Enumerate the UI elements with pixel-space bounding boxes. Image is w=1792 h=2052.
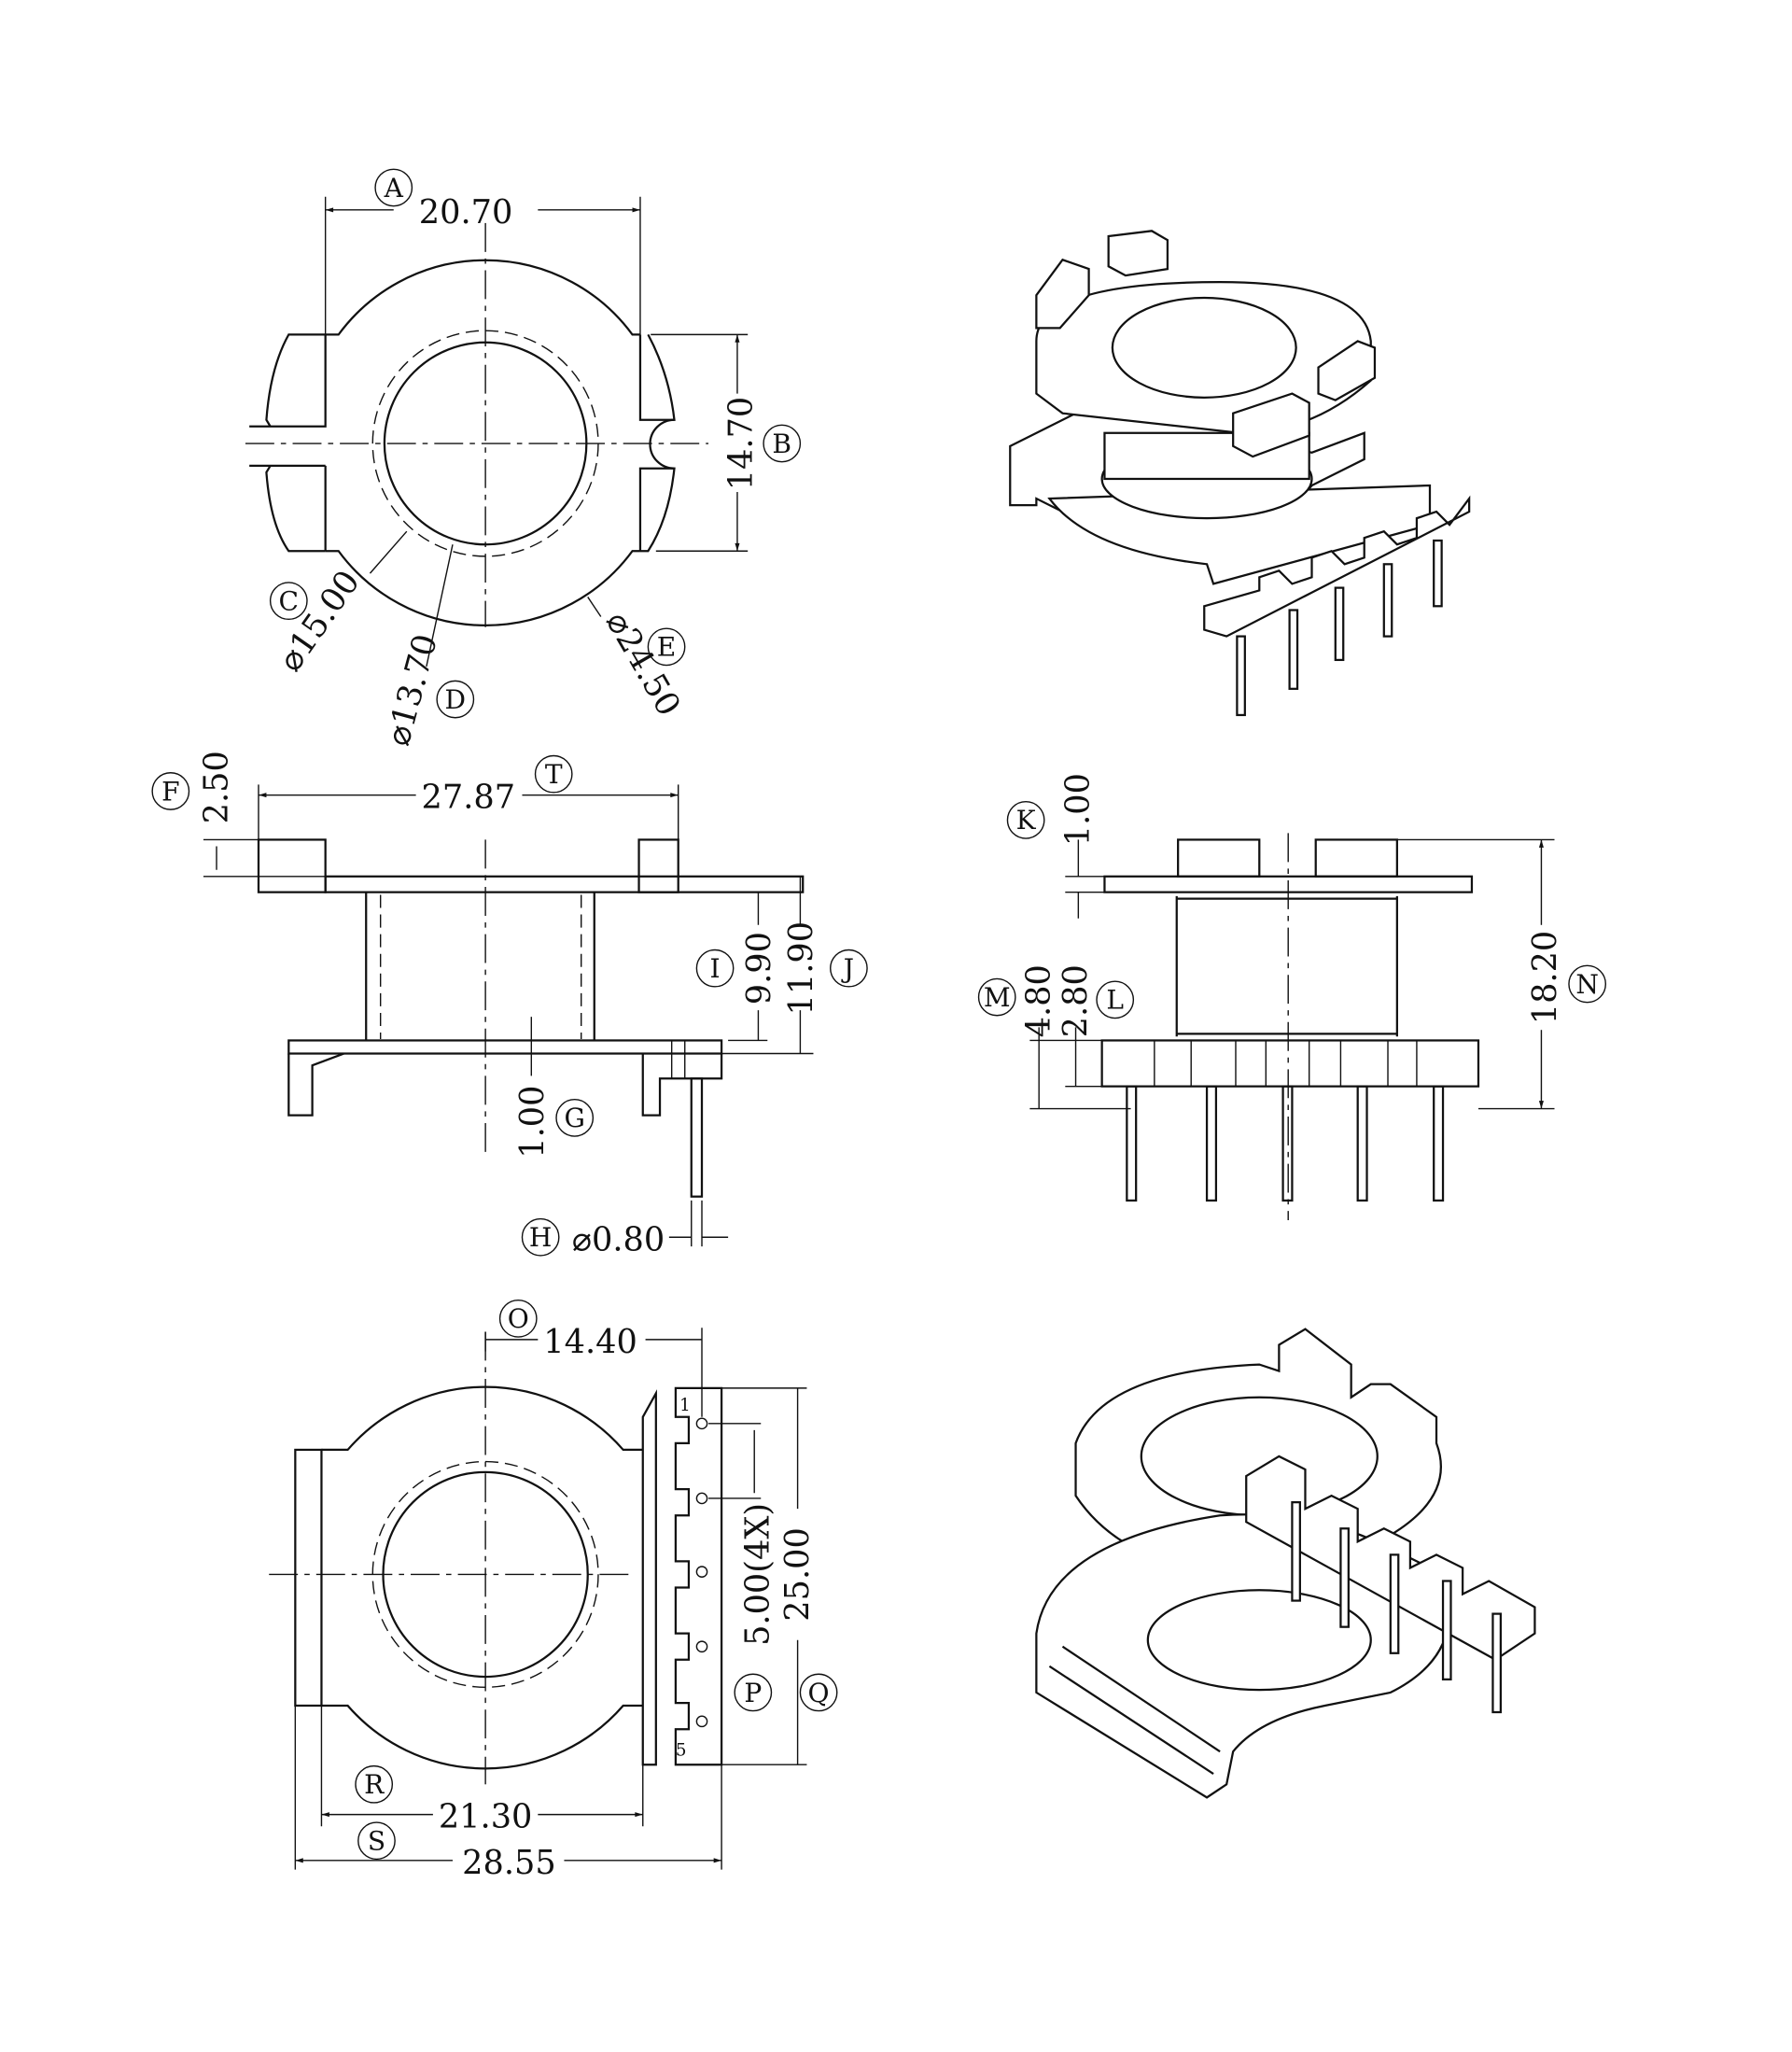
svg-text:J: J (841, 953, 854, 984)
pin-number-1: 1 (679, 1396, 691, 1415)
svg-text:Q: Q (808, 1678, 830, 1708)
svg-text:18.20: 18.20 (1526, 931, 1564, 1025)
dimension-M: M 4.80 (977, 964, 1057, 1037)
svg-text:D: D (445, 684, 467, 715)
svg-text:H: H (529, 1222, 553, 1253)
side-view: K 1.00 M 4.80 2.80 L 18.20 N (977, 773, 1607, 1220)
svg-text:G: G (564, 1103, 584, 1133)
svg-text:R: R (364, 1769, 385, 1800)
front-view: 27.87 T F 2.50 I 9.90 11.90 J 1.00 G (151, 751, 868, 1258)
dimension-P: 5.00(4X) P (734, 1503, 777, 1712)
svg-text:L: L (1106, 985, 1124, 1016)
dimension-N: 18.20 N (1526, 931, 1607, 1025)
top-view: A 20.70 14.70 B C ⌀15.00 ⌀13.70 D ⌀24.50 (245, 168, 802, 750)
dimension-C: C ⌀15.00 (269, 564, 368, 679)
dimension-R: R 21.30 (355, 1764, 533, 1836)
svg-text:2.50: 2.50 (197, 751, 235, 823)
dimension-B: 14.70 B (721, 397, 802, 491)
dimension-K: K 1.00 (1006, 773, 1098, 846)
svg-text:⌀0.80: ⌀0.80 (572, 1220, 665, 1258)
pin-number-5: 5 (676, 1740, 687, 1760)
svg-text:11.90: 11.90 (782, 921, 820, 1016)
svg-text:2.80: 2.80 (1057, 964, 1095, 1037)
dimension-Q: 25.00 Q (778, 1527, 838, 1712)
svg-text:1.00: 1.00 (513, 1085, 552, 1158)
svg-text:C: C (279, 585, 300, 616)
dimension-S: S 28.55 (357, 1821, 556, 1882)
dimension-H: H ⌀0.80 (521, 1217, 665, 1258)
svg-text:⌀15.00: ⌀15.00 (271, 564, 367, 679)
dimension-A: A 20.70 (374, 168, 513, 232)
dimension-O: O 14.40 (498, 1300, 637, 1361)
dimension-I: I 9.90 (695, 932, 778, 1005)
dimension-D: ⌀13.70 D (379, 630, 475, 750)
svg-text:E: E (657, 632, 677, 663)
svg-text:B: B (772, 429, 791, 459)
svg-text:A: A (384, 173, 404, 204)
svg-text:S: S (368, 1826, 385, 1857)
svg-text:K: K (1016, 805, 1037, 836)
svg-text:N: N (1575, 969, 1599, 1000)
bottom-view: 1 5 O 14.40 5.00(4X) P 25.00 Q R 21.30 (269, 1300, 838, 1882)
svg-text:28.55: 28.55 (462, 1844, 556, 1882)
svg-text:P: P (744, 1678, 762, 1708)
svg-text:20.70: 20.70 (419, 193, 513, 232)
dimension-L: 2.80 L (1057, 964, 1135, 1037)
dimension-J: 11.90 J (782, 921, 868, 1016)
svg-text:⌀13.70: ⌀13.70 (379, 630, 445, 750)
svg-text:O: O (508, 1303, 529, 1334)
svg-text:T: T (545, 759, 563, 790)
svg-text:14.70: 14.70 (721, 397, 760, 491)
dimension-E: ⌀24.50 E (598, 605, 688, 723)
isometric-view-bottom (1035, 1328, 1536, 1799)
svg-text:4.80: 4.80 (1019, 964, 1057, 1037)
dimension-F: F 2.50 (151, 751, 235, 823)
svg-text:F: F (161, 776, 180, 807)
isometric-view-top (1009, 230, 1471, 717)
svg-text:M: M (984, 982, 1011, 1013)
svg-text:27.87: 27.87 (422, 779, 516, 817)
svg-text:5.00(4X): 5.00(4X) (739, 1503, 777, 1646)
dimension-T: 27.87 T (422, 754, 573, 817)
dimension-G: 1.00 G (513, 1085, 595, 1159)
svg-text:9.90: 9.90 (740, 932, 778, 1005)
svg-text:21.30: 21.30 (439, 1798, 533, 1836)
svg-text:14.40: 14.40 (543, 1323, 637, 1361)
svg-text:I: I (710, 953, 721, 984)
svg-text:25.00: 25.00 (778, 1527, 817, 1622)
svg-text:1.00: 1.00 (1059, 773, 1098, 846)
